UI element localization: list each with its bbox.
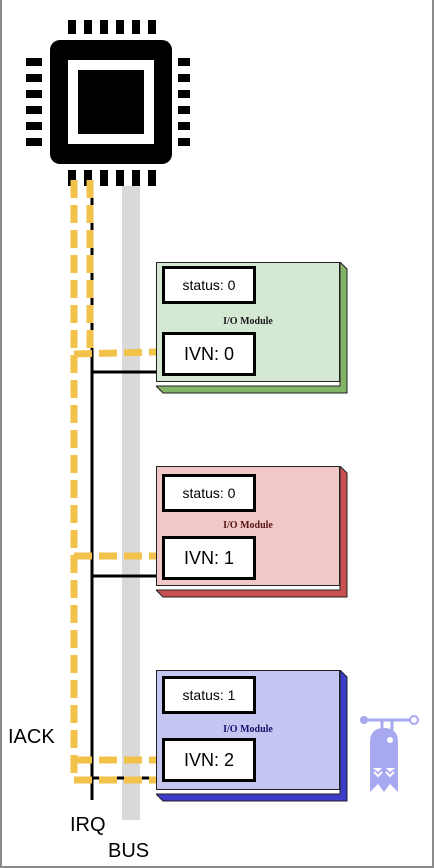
io-module-1-3d-edge (156, 466, 348, 598)
io-module-2-3d-edge (156, 670, 348, 802)
iack-chain (70, 180, 157, 784)
io-module-0: I/O Module status: 0 IVN: 0 (156, 262, 348, 394)
io-module-2-title: I/O Module (223, 724, 273, 735)
frame-left-border (0, 0, 2, 868)
bus-line (122, 186, 140, 820)
frame-right-border (432, 0, 434, 868)
io-module-2-ivn: IVN: 2 (162, 738, 256, 782)
io-module-2: I/O Module status: 1 IVN: 2 (156, 670, 348, 802)
io-module-0-3d-edge (156, 262, 348, 394)
irq-label: IRQ (70, 814, 106, 836)
bus-label: BUS (108, 840, 150, 862)
io-module-1-ivn: IVN: 1 (162, 536, 256, 580)
cpu-chip-icon (26, 20, 190, 186)
robot-bug-icon (360, 715, 419, 792)
frame-bottom-border (0, 866, 434, 868)
io-module-1: I/O Module status: 0 IVN: 1 (156, 466, 348, 598)
io-module-2-status: status: 1 (162, 676, 256, 714)
io-module-1-status: status: 0 (162, 474, 256, 512)
iack-label: IACK (8, 726, 55, 748)
io-module-0-status: status: 0 (162, 266, 256, 304)
io-module-0-ivn: IVN: 0 (162, 332, 256, 376)
io-module-1-title: I/O Module (223, 520, 273, 531)
io-module-0-title: I/O Module (223, 316, 273, 327)
